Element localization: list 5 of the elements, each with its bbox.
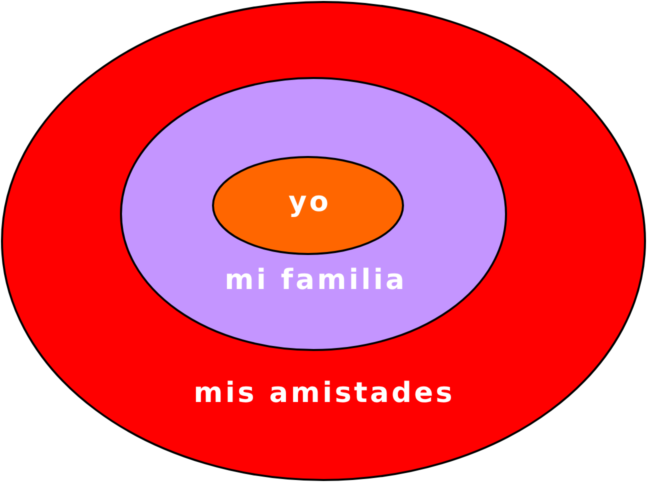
region-label: mi familia [224,266,408,294]
inner-ellipse [212,156,404,255]
region-label: yo [288,188,332,216]
middle-ellipse [120,77,507,351]
region-label: mis amistades [194,379,455,408]
